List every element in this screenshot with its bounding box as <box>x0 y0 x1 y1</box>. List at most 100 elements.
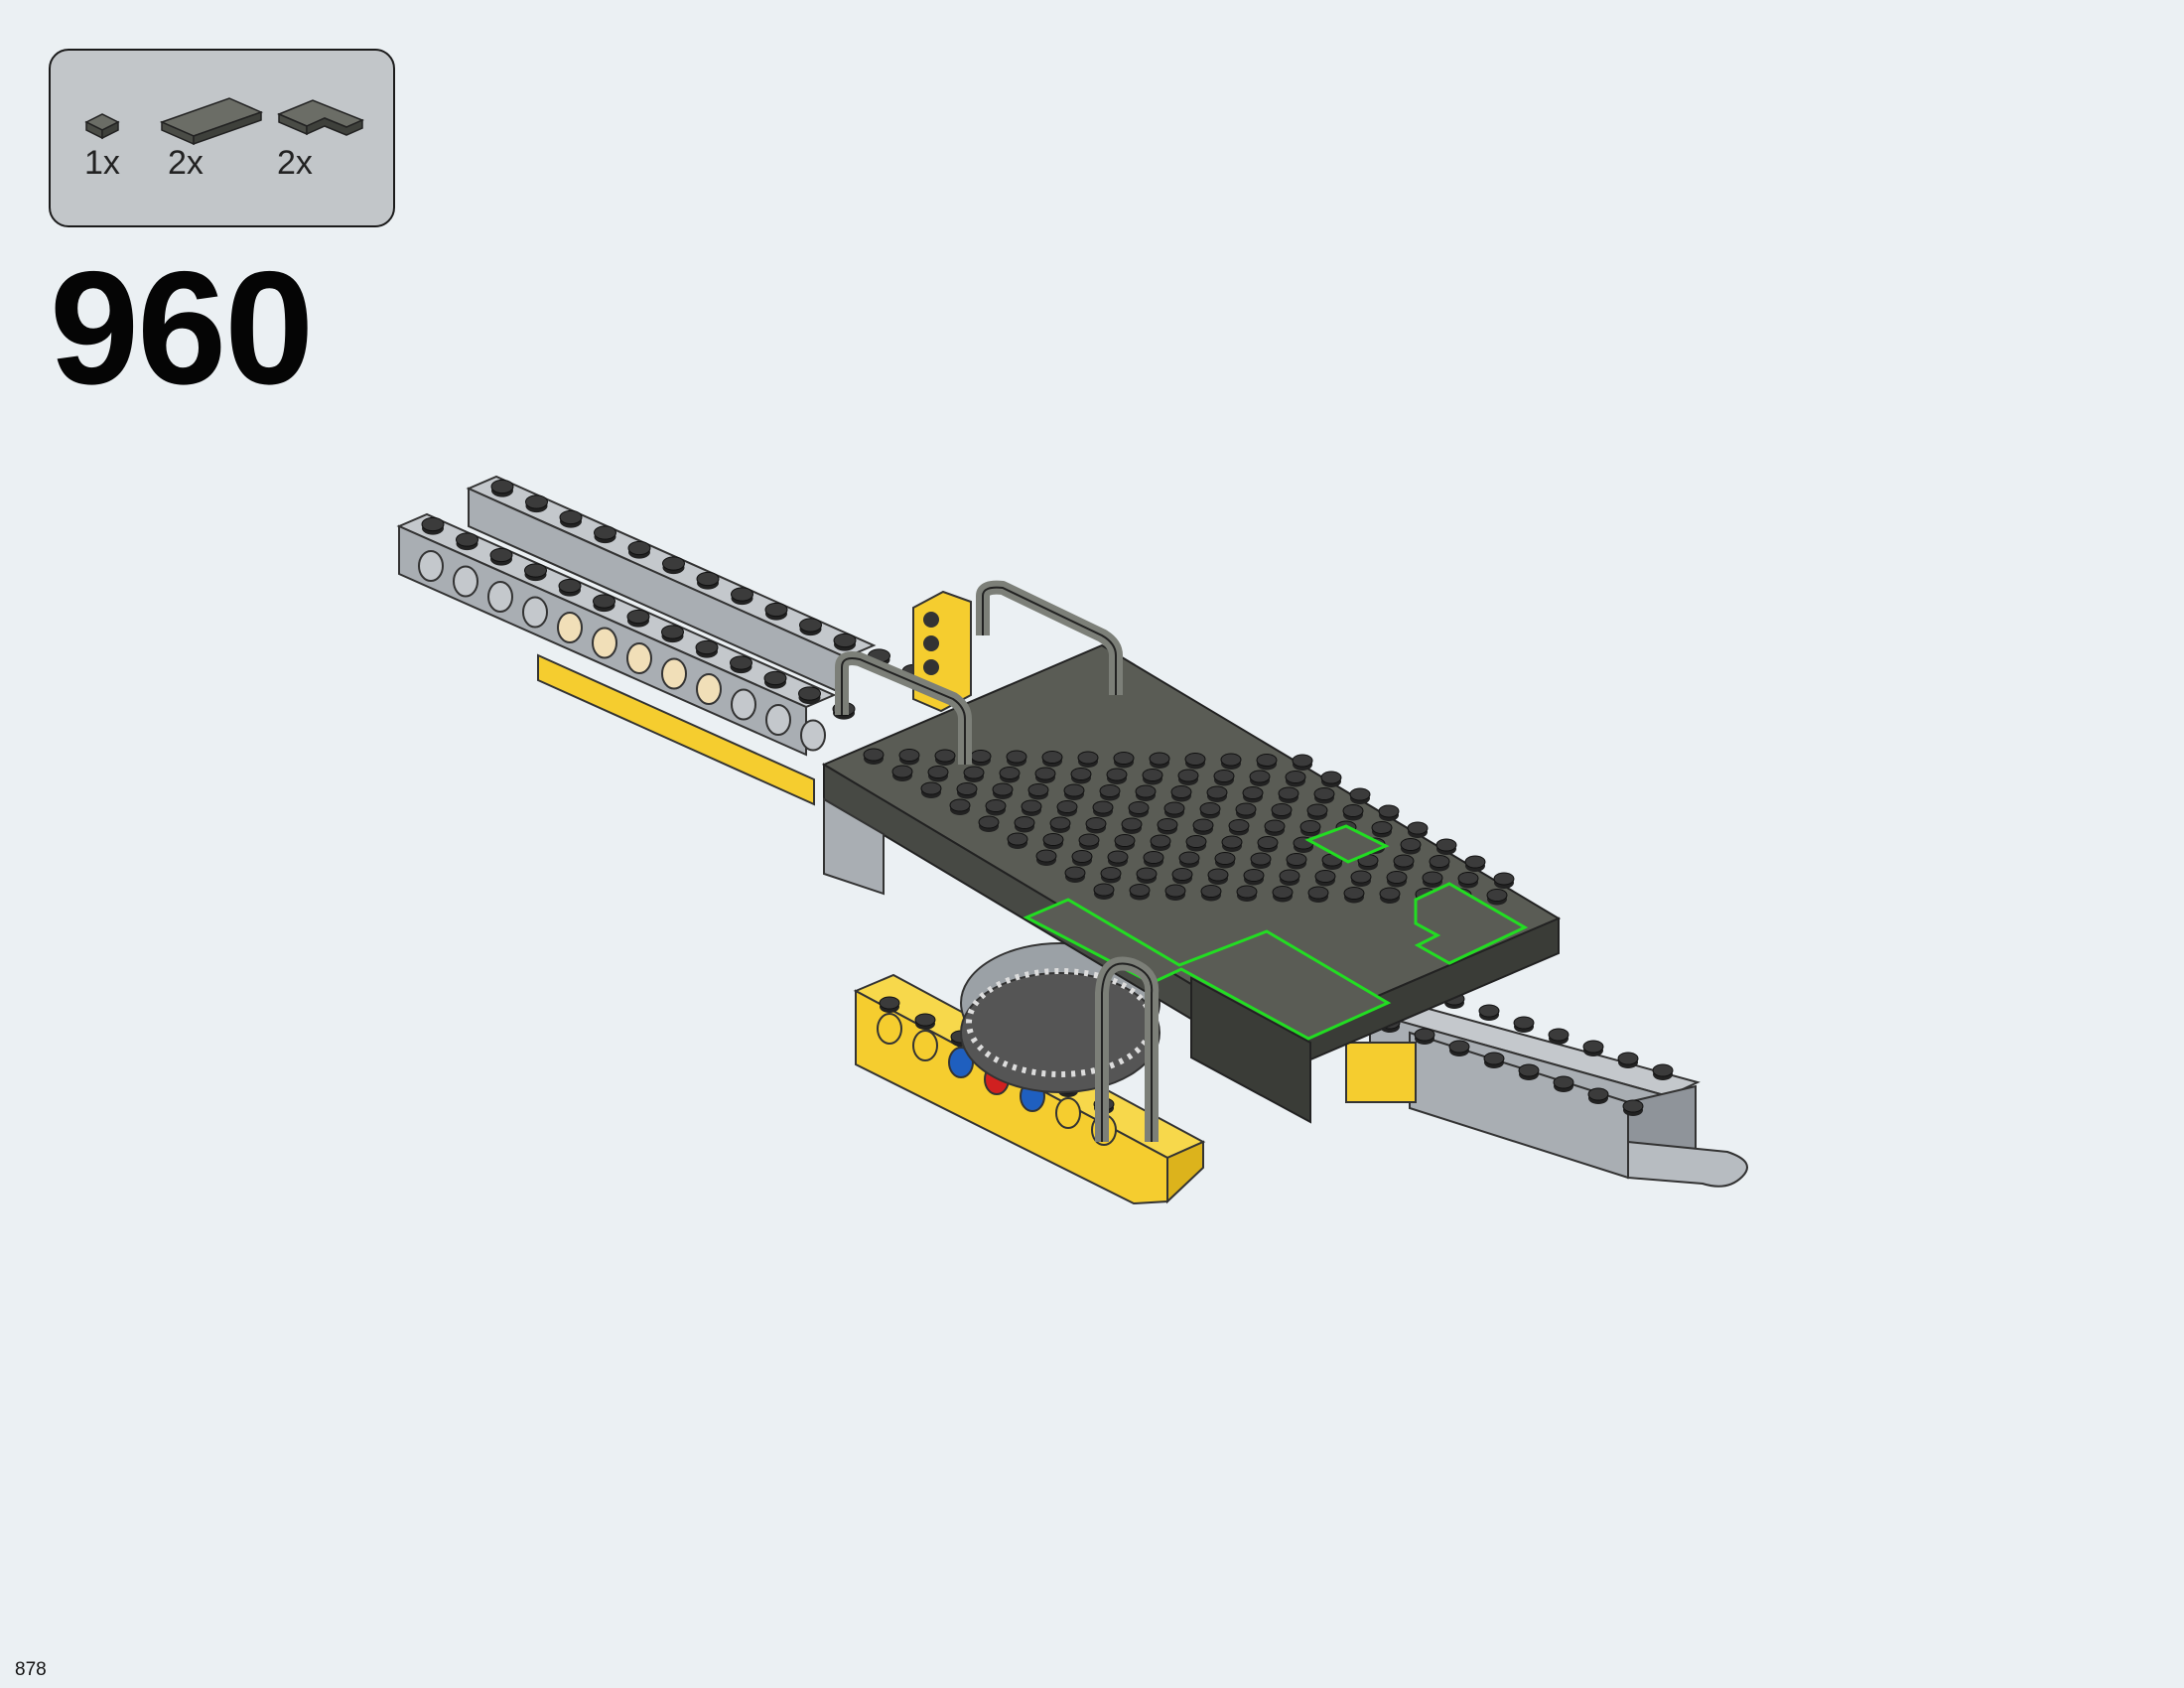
stud <box>489 547 513 563</box>
stud <box>934 749 956 763</box>
stud <box>1486 889 1508 902</box>
stud <box>763 670 787 686</box>
stud <box>1027 783 1049 796</box>
beam-hole <box>765 704 791 736</box>
stud <box>1307 886 1329 900</box>
beam-hole <box>877 1013 902 1045</box>
beam-hole <box>592 627 617 659</box>
stud <box>1171 868 1193 881</box>
stud <box>1448 1040 1470 1054</box>
stud <box>1100 867 1122 880</box>
stud <box>524 563 547 578</box>
parts-list-item: 1x <box>84 108 144 182</box>
beam-hole <box>453 565 478 598</box>
stud <box>1587 1087 1609 1101</box>
parts-list-callout: 1x 2x 2x <box>49 49 395 227</box>
stud <box>1136 867 1158 881</box>
stud <box>1213 770 1235 782</box>
stud <box>559 509 583 525</box>
stud <box>978 815 1000 829</box>
stud <box>920 781 942 795</box>
stud <box>1135 784 1157 798</box>
stud <box>1652 1063 1674 1077</box>
stud <box>1192 818 1214 832</box>
stud <box>1157 818 1178 831</box>
beam-hole <box>696 673 722 705</box>
dark-gray-tile-1x1-icon <box>84 113 120 140</box>
stud <box>1250 852 1272 866</box>
stud <box>1128 801 1150 814</box>
stud <box>1199 802 1221 815</box>
dark-gray-tile-1x4-icon <box>160 97 264 146</box>
parts-list-item: 2x <box>160 90 269 182</box>
stud <box>764 602 788 618</box>
stud <box>662 556 685 571</box>
stud <box>799 618 822 633</box>
stud <box>1064 866 1086 880</box>
stud <box>863 748 885 762</box>
stud <box>627 540 651 556</box>
stud <box>1170 785 1192 798</box>
stud <box>1350 870 1372 884</box>
stud <box>1264 819 1286 833</box>
stud <box>1206 785 1228 799</box>
stud <box>1386 871 1408 884</box>
stud <box>1035 849 1057 863</box>
stud <box>1513 1016 1535 1030</box>
stud <box>730 655 752 670</box>
stud <box>1063 783 1085 797</box>
stud <box>1435 838 1457 852</box>
stud <box>1493 872 1515 886</box>
stud <box>558 578 582 594</box>
stud <box>1553 1075 1574 1089</box>
stud <box>1518 1063 1540 1077</box>
stud <box>1483 1052 1505 1065</box>
stud <box>1457 872 1479 885</box>
stud <box>1257 836 1279 849</box>
stud <box>1077 751 1099 765</box>
bar-handles-outline <box>841 586 1154 1142</box>
stud <box>456 532 478 547</box>
stud <box>1617 1052 1639 1065</box>
stud <box>731 587 753 602</box>
stud <box>1149 752 1170 766</box>
stud <box>1314 870 1336 883</box>
stud <box>898 749 920 762</box>
stud <box>1278 786 1299 800</box>
dark-gray-corner-tile-icon <box>277 99 364 136</box>
step-number: 960 <box>50 238 314 418</box>
stud <box>1349 787 1371 801</box>
stud <box>1150 834 1171 848</box>
stud <box>1429 855 1450 868</box>
stud <box>1285 771 1306 783</box>
stud <box>1249 770 1271 783</box>
stud <box>1414 1028 1435 1042</box>
stud <box>1121 817 1143 831</box>
stud <box>1228 819 1250 832</box>
stud <box>1271 803 1293 816</box>
stud <box>1034 767 1056 780</box>
stud <box>1021 799 1042 813</box>
stud <box>1114 834 1136 847</box>
stud <box>1177 769 1199 782</box>
stud <box>1185 835 1207 848</box>
stud <box>970 750 992 763</box>
stud <box>1400 838 1422 851</box>
stud <box>1342 804 1364 817</box>
stud <box>1256 754 1278 767</box>
stud <box>1178 851 1200 865</box>
part-quantity: 2x <box>168 144 204 182</box>
beam-hole <box>487 581 513 613</box>
stud <box>1371 821 1393 834</box>
stud <box>1071 850 1093 863</box>
stud <box>1214 852 1236 865</box>
stud <box>1422 871 1443 885</box>
stud <box>992 782 1014 796</box>
stud <box>1093 883 1115 897</box>
stud <box>1286 853 1307 866</box>
stud <box>490 479 514 494</box>
beam-hole <box>557 612 583 643</box>
stud <box>999 767 1021 779</box>
beam-hole <box>1055 1097 1081 1129</box>
stud <box>1236 885 1258 899</box>
